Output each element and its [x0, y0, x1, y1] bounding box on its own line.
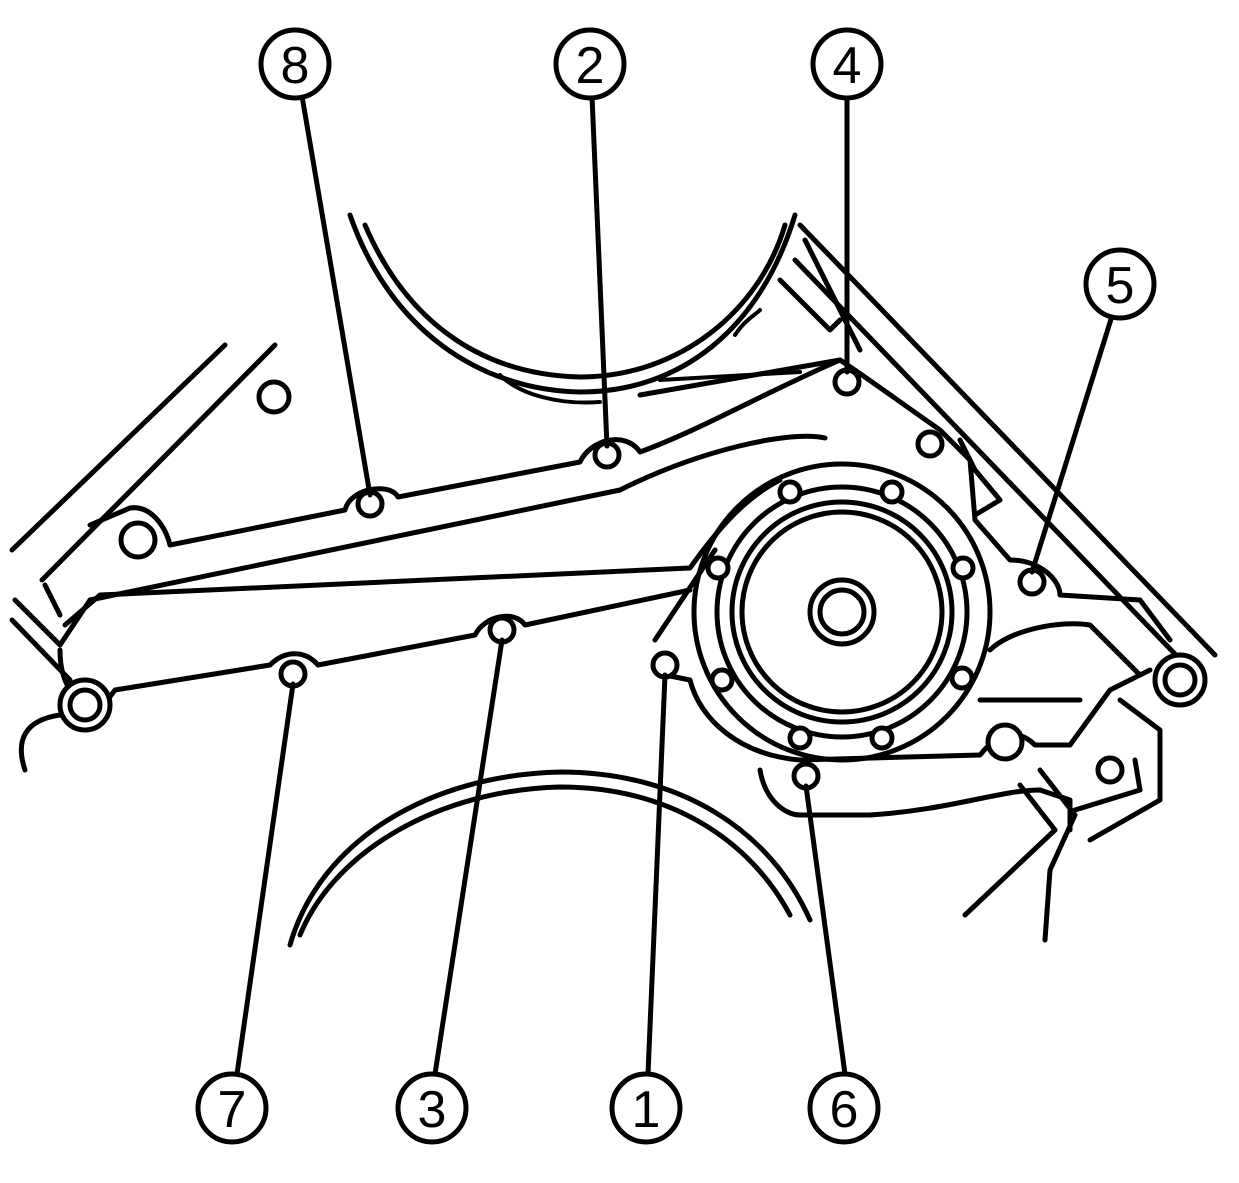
upper-pulley: [347, 212, 798, 405]
svg-text:4: 4: [833, 37, 862, 95]
callout-7: 7: [195, 1071, 269, 1145]
callout-leaders: [234, 93, 1115, 1077]
svg-text:1: 1: [632, 1081, 661, 1139]
lower-pulley: [287, 769, 813, 948]
svg-text:8: 8: [281, 37, 310, 95]
svg-text:2: 2: [576, 37, 605, 95]
water-pump-gasket: [57, 237, 1173, 943]
svg-text:5: 5: [1106, 257, 1135, 315]
svg-text:6: 6: [830, 1081, 859, 1139]
callout-6: 6: [807, 1071, 881, 1145]
callout-5: 5: [1083, 247, 1157, 321]
callout-4: 4: [810, 27, 884, 101]
callout-1: 1: [609, 1071, 683, 1145]
callout-8: 8: [258, 27, 332, 101]
svg-text:7: 7: [218, 1081, 247, 1139]
callout-2: 2: [553, 27, 627, 101]
callout-3: 3: [395, 1071, 469, 1145]
engine-block-left-edge: [9, 342, 278, 773]
svg-text:3: 3: [418, 1081, 447, 1139]
gasket-bolt-holes: [57, 367, 1208, 791]
engine-block-right-edge: [777, 222, 1218, 683]
water-pump-pulley-flange: [691, 461, 993, 763]
flange-bolt-holes: [705, 479, 976, 751]
